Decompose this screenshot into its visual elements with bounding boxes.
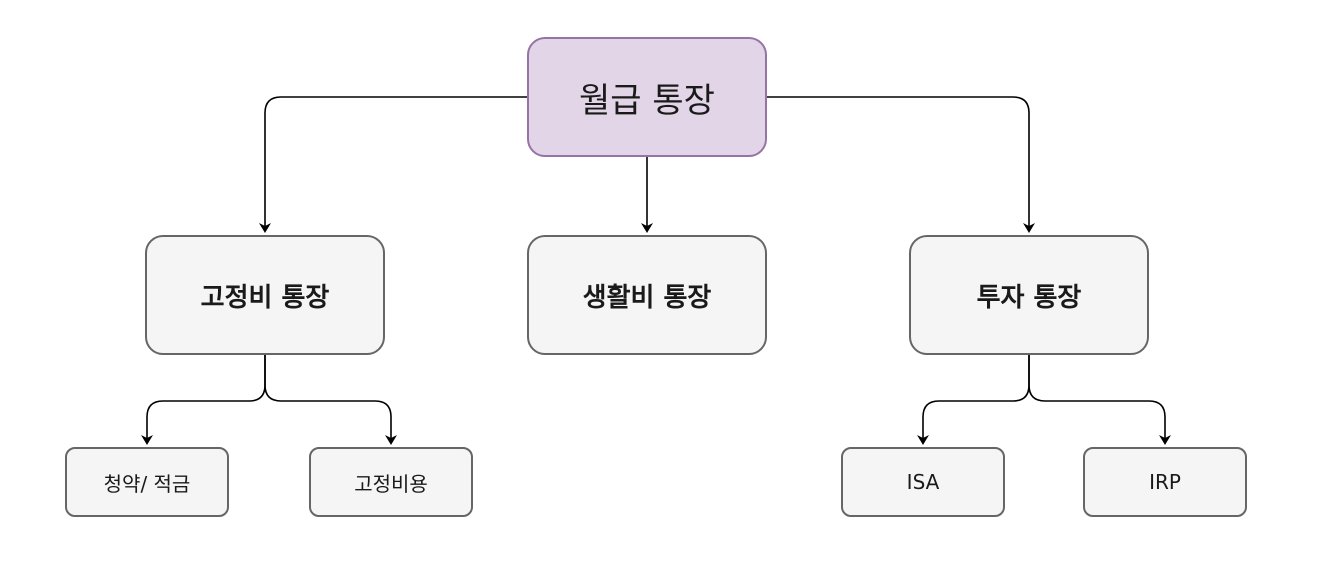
fixed-cost-account-label: 고정비 통장: [200, 282, 330, 313]
connector-root-to-invest: [767, 96, 1035, 233]
subscription-savings-label: 청약/ 적금: [103, 471, 191, 496]
isa-label: ISA: [906, 470, 940, 494]
isa-node: ISA: [841, 447, 1005, 517]
connector-invest-to-irp: [1028, 355, 1171, 445]
salary-account-node: 월급 통장: [527, 37, 767, 157]
irp-label: IRP: [1149, 470, 1181, 494]
fixed-expenses-node: 고정비용: [309, 447, 473, 517]
fixed-expenses-label: 고정비용: [354, 471, 428, 496]
connector-root-to-fixed: [259, 96, 527, 233]
living-cost-account-node: 생활비 통장: [527, 235, 767, 355]
investment-account-label: 투자 통장: [976, 282, 1082, 313]
irp-node: IRP: [1083, 447, 1247, 517]
connector-fixed-to-fixed-cost: [264, 355, 397, 445]
fixed-cost-account-node: 고정비 통장: [145, 235, 385, 355]
connector-fixed-to-subscription: [141, 355, 266, 445]
living-cost-account-label: 생활비 통장: [582, 282, 712, 313]
salary-account-label: 월급 통장: [579, 80, 715, 121]
investment-account-node: 투자 통장: [909, 235, 1149, 355]
subscription-savings-node: 청약/ 적금: [65, 447, 229, 517]
connector-invest-to-isa: [917, 355, 1030, 445]
